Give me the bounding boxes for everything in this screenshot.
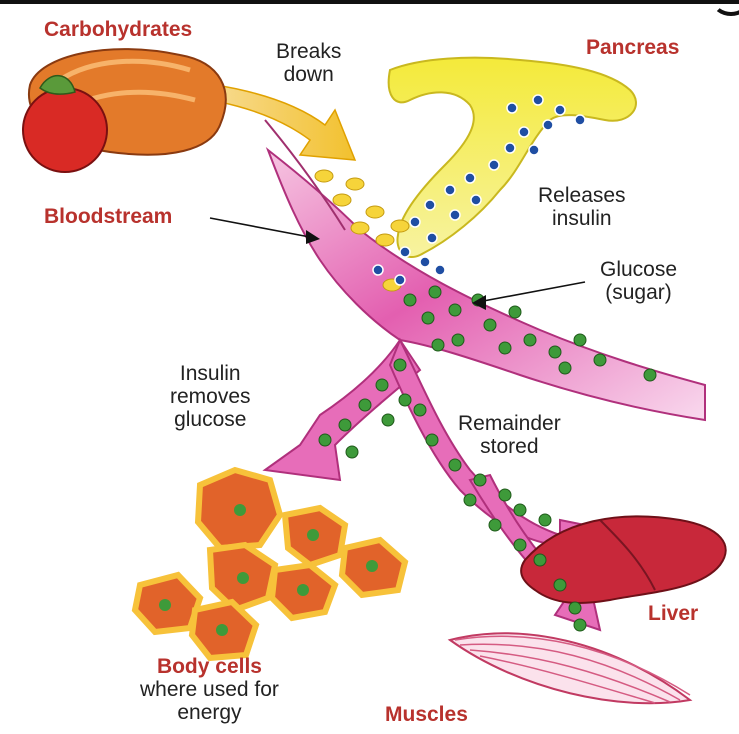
insulin-removes-label: Insulin removes glucose xyxy=(170,362,251,431)
liver-label: Liver xyxy=(648,602,698,625)
pancreas-label: Pancreas xyxy=(586,36,679,59)
food-icon xyxy=(23,49,226,172)
glucose-pointer xyxy=(478,282,585,302)
muscle-icon xyxy=(450,633,690,703)
body-cells-label: Body cells where used for energy xyxy=(140,655,279,724)
bloodstream-label: Bloodstream xyxy=(44,205,172,228)
body-cell-icon xyxy=(135,470,405,658)
liver-icon xyxy=(521,516,726,603)
remainder-stored-label: Remainder stored xyxy=(458,412,561,458)
muscles-label: Muscles xyxy=(385,703,468,726)
breaks-down-label: Breaks down xyxy=(276,40,341,86)
carbohydrates-label: Carbohydrates xyxy=(44,18,192,41)
glucose-label: Glucose (sugar) xyxy=(600,258,677,304)
releases-insulin-label: Releases insulin xyxy=(538,184,626,230)
